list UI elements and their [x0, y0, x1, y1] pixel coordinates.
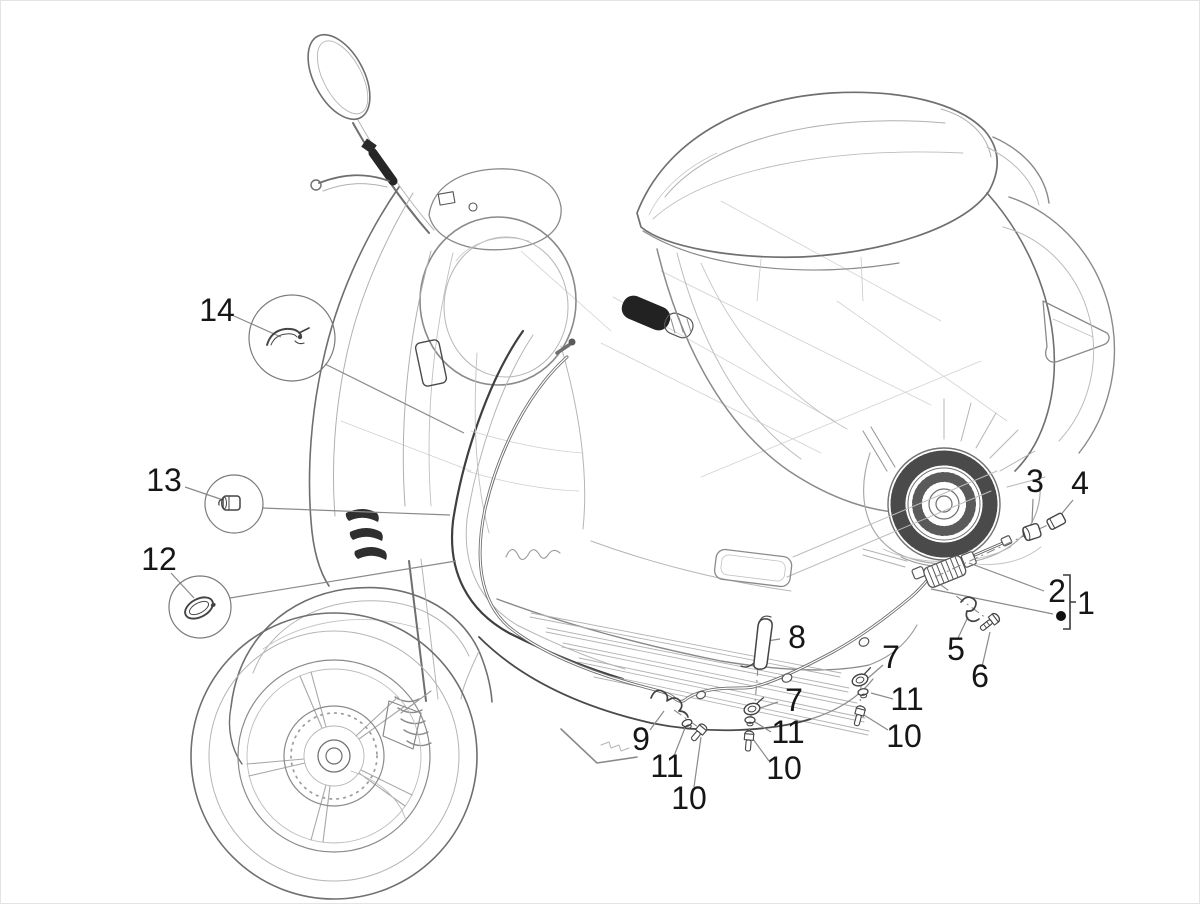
leader-line-13 [759, 701, 779, 709]
annotation-under-layer [168, 294, 1074, 788]
leader-line-4 [170, 572, 195, 599]
part-10-bolt-right [853, 705, 866, 727]
part-label-2-5: 2 [1048, 573, 1066, 609]
axis-dash-line-1 [754, 666, 759, 704]
leader-line-1 [324, 363, 465, 434]
engine-flywheel [887, 447, 1001, 561]
rear-wheel [862, 196, 1116, 488]
part-label-8-9: 8 [788, 619, 806, 655]
part-10-bolt-mid [743, 730, 755, 752]
part-8-bracket [740, 615, 773, 670]
part-11-nut-left [681, 718, 693, 730]
part-13-clip [218, 495, 241, 511]
leg-shield [308, 186, 626, 681]
exploded-parts [184, 327, 1067, 752]
leader-line-20 [673, 727, 686, 757]
group-1-bracket [1063, 574, 1076, 630]
part-7-clamp-right [851, 667, 872, 687]
rear-body [656, 136, 1110, 514]
leader-line-21 [693, 736, 702, 788]
leader-line-8 [968, 562, 1045, 592]
leader-line-19 [649, 710, 665, 731]
part-3-spacer [1022, 522, 1042, 542]
front-wheel [190, 612, 478, 900]
axis-dash-line-5 [940, 584, 987, 619]
part-label-11-11: 11 [890, 681, 923, 717]
part-12-grommet [184, 596, 216, 620]
part-11-nut-right [857, 688, 869, 699]
headlamp [419, 216, 577, 386]
part-label-14-0: 14 [199, 292, 235, 328]
leader-line-11 [981, 631, 991, 668]
leader-line-16 [866, 664, 884, 680]
part-6-screw [979, 612, 1001, 631]
part-11-nut-mid [744, 716, 756, 727]
mirror [307, 33, 435, 234]
seat [636, 91, 999, 271]
axis-dash-line-4 [673, 709, 699, 728]
part-label-11-14: 11 [771, 714, 804, 750]
part-7-clamp-mid [743, 696, 765, 716]
magnifier-circle-1 [204, 474, 264, 534]
script-squiggle [505, 548, 561, 561]
leader-line-6 [1031, 498, 1034, 524]
magnifier-circle-0 [248, 294, 336, 382]
leader-line-3 [261, 507, 451, 516]
vent-slats [345, 509, 387, 560]
part-label-10-15: 10 [766, 750, 802, 786]
leader-line-10 [957, 616, 969, 639]
leader-line-18 [863, 714, 889, 731]
right-grip [621, 295, 694, 339]
leader-line-5 [229, 560, 457, 599]
leader-line-15 [752, 738, 770, 762]
part-label-12-2: 12 [141, 541, 177, 577]
part-label-9-16: 9 [632, 721, 650, 757]
part-4-sleeve [1046, 512, 1067, 530]
part-9-spring [650, 689, 689, 718]
floorboard [478, 540, 918, 764]
handlebar [310, 168, 694, 339]
part-5-hook-clip [960, 596, 980, 623]
part-label-6-8: 6 [971, 658, 989, 694]
part-label-5-7: 5 [947, 631, 965, 667]
scooter-line-art [190, 33, 1116, 900]
part-10-bolt-left [690, 723, 708, 742]
part-label-7-10: 7 [882, 639, 900, 675]
leader-line-9 [930, 588, 1054, 615]
part-label-1-6: 1 [1077, 585, 1095, 621]
front-fork [394, 558, 439, 747]
brake-caliper [382, 700, 422, 750]
part-label-3-3: 3 [1026, 463, 1044, 499]
part-label-13-1: 13 [146, 462, 182, 498]
leader-line-17 [870, 692, 894, 700]
front-fender [228, 586, 493, 765]
part-1-dot [1056, 611, 1066, 621]
leader-line-14 [754, 721, 772, 733]
magnifier-circle-2 [168, 575, 232, 639]
part-label-7-13: 7 [785, 682, 803, 718]
axis-dash-line-0 [934, 517, 1064, 578]
cable-adjuster [911, 535, 1013, 588]
part-label-10-18: 10 [671, 780, 707, 816]
part-label-4-4: 4 [1071, 465, 1089, 501]
part-label-10-12: 10 [886, 718, 922, 754]
part-label-11-17: 11 [650, 748, 683, 784]
part-14-clamp [266, 327, 310, 346]
